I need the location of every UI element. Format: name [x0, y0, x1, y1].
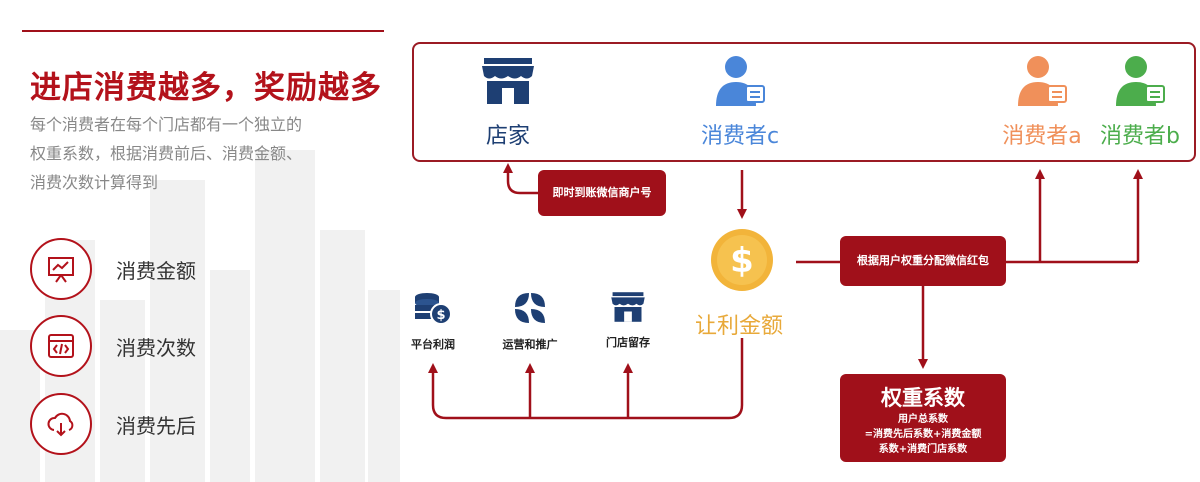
dollar-coin-icon: $: [711, 229, 773, 291]
feature-label: 消费次数: [116, 336, 196, 360]
feature-circle: [30, 238, 92, 300]
feature-label: 消费先后: [116, 414, 196, 438]
actor-label: 消费者b: [1100, 124, 1180, 149]
weight-title: 权重系数: [881, 386, 965, 410]
actor-consumer-a: 消费者a: [992, 54, 1092, 150]
actor-label: 店家: [485, 124, 530, 149]
description-line: 每个消费者在每个门店都有一个独立的: [30, 115, 303, 134]
weight-line: 用户总系数: [898, 414, 948, 425]
code-window-icon: [48, 334, 74, 358]
description-line: 权重系数，根据消费前后、消费金额、: [30, 144, 303, 163]
weight-coefficient-box: 权重系数 用户总系数 =消费先后系数+消费金额 系数+消费门店系数: [840, 374, 1006, 462]
description-line: 消费次数计算得到: [30, 173, 159, 192]
feature-consumption-count: 消费次数: [30, 315, 350, 381]
weight-line: =消费先后系数+消费金额: [864, 429, 982, 440]
user-card-icon: [1116, 56, 1165, 106]
actor-consumer-b: 消费者b: [1090, 54, 1190, 150]
svg-text:$: $: [436, 308, 445, 323]
item-label: 平台利润: [411, 338, 455, 351]
clover-icon: [515, 293, 545, 323]
store-icon: [482, 58, 534, 104]
feature-consumption-amount: 消费金额: [30, 238, 350, 304]
actor-label: 消费者a: [1002, 124, 1082, 149]
item-platform-profit: $ 平台利润: [388, 290, 478, 352]
feature-circle: [30, 315, 92, 377]
header-rule: [22, 30, 384, 32]
actor-shop: 店家: [470, 56, 546, 150]
cloud-download-icon: [47, 412, 74, 437]
distribute-redpacket-box: 根据用户权重分配微信红包: [840, 236, 1006, 286]
item-operations-promotion: 运营和推广: [485, 290, 575, 352]
svg-text:$: $: [730, 241, 754, 281]
user-card-icon: [716, 56, 765, 106]
feature-consumption-order: 消费先后: [30, 393, 350, 459]
feature-circle: [30, 393, 92, 455]
instant-settlement-box: 即时到账微信商户号: [538, 170, 666, 216]
weight-line: 系数+消费门店系数: [878, 444, 968, 455]
item-label: 运营和推广: [502, 338, 558, 351]
user-card-icon: [1018, 56, 1067, 106]
description: 每个消费者在每个门店都有一个独立的 权重系数，根据消费前后、消费金额、 消费次数…: [30, 110, 370, 197]
headline: 进店消费越多，奖励越多: [30, 70, 382, 106]
feature-label: 消费金额: [116, 259, 196, 283]
discount-amount-label: 让利金额: [695, 314, 784, 339]
coin-stack-icon: $: [415, 293, 452, 325]
actor-label: 消费者c: [700, 124, 780, 149]
item-label: 门店留存: [606, 336, 650, 349]
item-store-retention: 门店留存: [583, 290, 673, 350]
store-icon: [611, 292, 645, 322]
chart-board-icon: [48, 257, 74, 283]
actor-consumer-c: 消费者c: [690, 54, 790, 150]
